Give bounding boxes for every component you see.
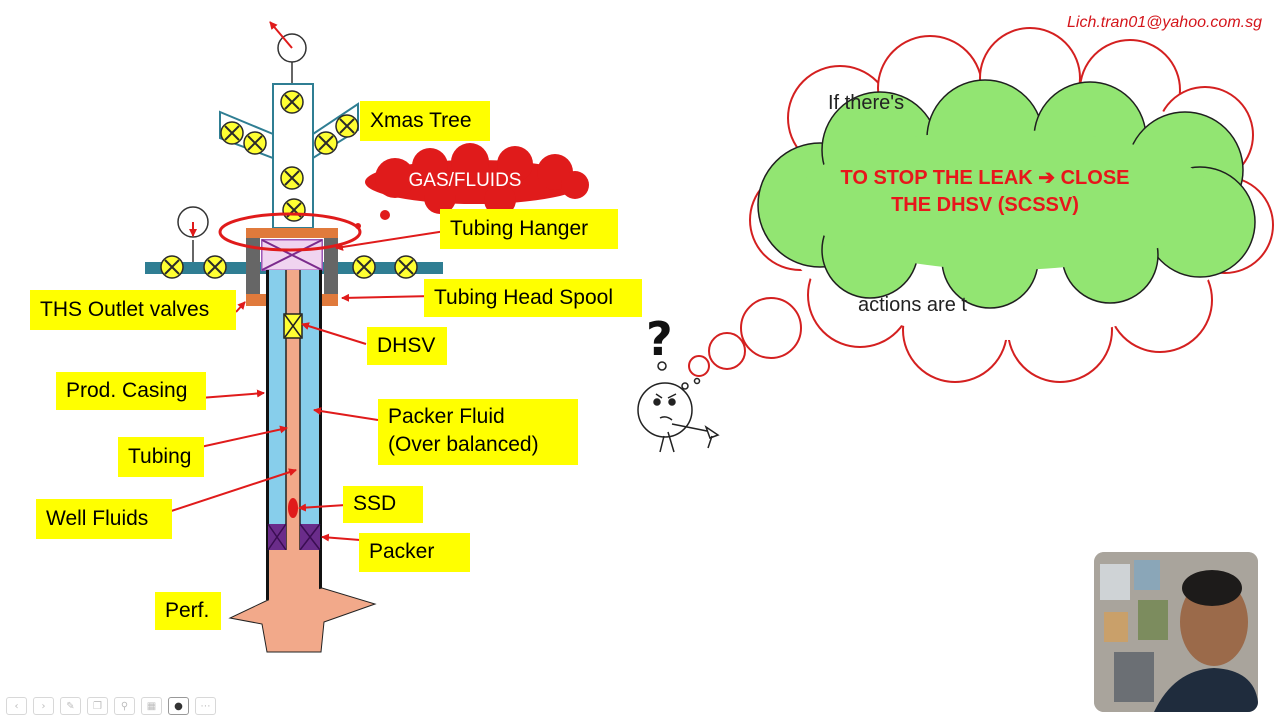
label-dhsv: DHSV — [367, 327, 447, 365]
zoom-icon[interactable]: ⚲ — [114, 697, 135, 715]
label-tubing-head-spool: Tubing Head Spool — [424, 279, 642, 317]
grid-icon[interactable]: ▦ — [141, 697, 162, 715]
thinking-person-icon — [637, 361, 720, 453]
gas-cloud — [355, 143, 589, 229]
thought-line-1: TO STOP THE LEAK ➔ CLOSE — [840, 167, 1130, 189]
top-gauge — [269, 21, 307, 84]
label-packer: Packer — [359, 533, 470, 572]
thought-message: TO STOP THE LEAK ➔ CLOSE THE DHSV (SCSSV… — [790, 165, 1180, 219]
master-valve-icon — [282, 198, 306, 222]
gas-fluids-text: GAS/FLUIDS — [408, 170, 522, 191]
label-tubing-hanger: Tubing Hanger — [440, 209, 618, 249]
outlet-valve-icon — [352, 255, 376, 279]
outlet-valve-icon — [160, 255, 184, 279]
outlet-valve-icon — [394, 255, 418, 279]
wing-valve-icon — [335, 114, 359, 138]
copy-icon[interactable]: ❐ — [87, 697, 108, 715]
label-prod-casing: Prod. Casing — [56, 372, 206, 410]
tubing-hanger — [218, 212, 362, 306]
more-icon[interactable]: ⋯ — [195, 697, 216, 715]
presenter-webcam — [1094, 552, 1258, 712]
label-xmas-tree: Xmas Tree — [360, 101, 490, 141]
label-packer-fluid-line1: Packer Fluid — [388, 405, 505, 428]
hidden-text-bottom: actions are t — [858, 294, 967, 312]
label-ssd: SSD — [343, 486, 423, 523]
xmas-tree — [219, 83, 359, 229]
question-mark-icon: ? — [646, 312, 673, 366]
well-bore — [228, 270, 377, 653]
hidden-text-top: If there's — [828, 92, 905, 114]
label-packer-fluid-line2: (Over balanced) — [388, 433, 539, 457]
xmas-valve-icon — [280, 166, 304, 190]
label-ths-outlet-valves: THS Outlet valves — [30, 290, 236, 330]
wing-valve-icon — [220, 121, 244, 145]
label-tubing: Tubing — [118, 437, 204, 477]
author-email: Lich.tran01@yahoo.com.sg — [1066, 14, 1262, 31]
xmas-valve-icon — [280, 90, 304, 114]
wing-valve-icon — [243, 131, 267, 155]
label-arrows — [149, 229, 453, 542]
pen-icon[interactable]: ✎ — [60, 697, 81, 715]
camera-icon[interactable]: ● — [168, 697, 189, 715]
slide-toolbar: ‹ › ✎ ❐ ⚲ ▦ ● ⋯ — [6, 697, 216, 715]
label-well-fluids: Well Fluids — [36, 499, 172, 539]
label-packer-fluid: Packer Fluid (Over balanced) — [378, 399, 578, 465]
thought-line-2: THE DHSV (SCSSV) — [891, 194, 1079, 216]
next-icon[interactable]: › — [33, 697, 54, 715]
prev-icon[interactable]: ‹ — [6, 697, 27, 715]
label-perf: Perf. — [155, 592, 221, 630]
ssd-icon — [288, 498, 298, 518]
wing-valve-icon — [314, 131, 338, 155]
outlet-valve-icon — [203, 255, 227, 279]
